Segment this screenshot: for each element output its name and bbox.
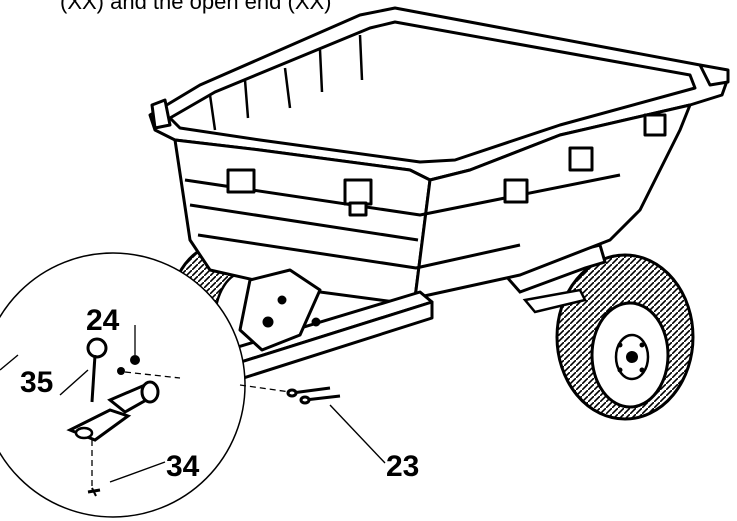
leader-lines xyxy=(0,354,386,483)
instruction-text-fragment: (XX) and the open end (XX) xyxy=(60,0,332,14)
callout-35: 35 xyxy=(20,366,54,399)
right-wheel xyxy=(555,253,695,421)
cart-tub xyxy=(148,6,730,304)
bolts xyxy=(239,384,341,405)
callout-34: 34 xyxy=(166,450,200,483)
callout-24: 24 xyxy=(86,304,120,337)
detail-circle xyxy=(0,252,246,518)
callout-23: 23 xyxy=(386,450,420,483)
